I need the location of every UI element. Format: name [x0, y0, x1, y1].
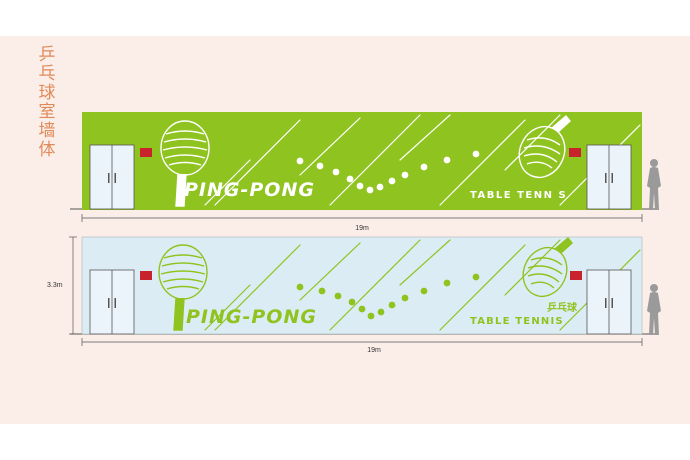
cn-title-bottom: 乒乓球 — [547, 301, 578, 314]
paddle-icon — [160, 120, 210, 207]
ball-icon — [296, 157, 304, 165]
ball-icon — [401, 294, 409, 302]
green-wall — [82, 112, 642, 210]
drawing-board — [0, 36, 690, 424]
ball-icon — [366, 186, 374, 194]
ball-icon — [367, 312, 375, 320]
ball-icon — [401, 171, 409, 179]
fire-alarm-sign-icon — [570, 271, 582, 280]
ball-icon — [376, 183, 384, 191]
sub-title-top: TABLE TENN S — [470, 190, 567, 201]
main-title-bottom: PING-PONG — [186, 306, 317, 328]
width-label-bottom: 19m — [367, 347, 381, 354]
page-title: 乒乓球室墙体 — [38, 45, 56, 160]
door-left — [89, 144, 135, 210]
width-label-top: 19m — [355, 225, 369, 232]
ball-icon — [472, 150, 480, 158]
ball-icon — [358, 305, 366, 313]
door-right — [586, 144, 632, 210]
ball-icon — [346, 175, 354, 183]
ball-icon — [420, 163, 428, 171]
ball-icon — [296, 283, 304, 291]
ball-icon — [377, 308, 385, 316]
ball-icon — [420, 287, 428, 295]
ball-icon — [334, 292, 342, 300]
sub-title-bottom: TABLE TENNIS — [470, 316, 564, 327]
ball-icon — [388, 177, 396, 185]
height-label: 3.3m — [47, 282, 63, 289]
ball-trail — [296, 273, 480, 320]
paddle-icon — [522, 237, 573, 298]
paddle-icon — [158, 244, 208, 331]
ball-icon — [348, 298, 356, 306]
ball-icon — [318, 287, 326, 295]
main-title-top: PING-PONG — [184, 179, 315, 201]
width-dimension-top — [81, 214, 643, 222]
ball-icon — [388, 301, 396, 309]
paddle-icon — [518, 114, 571, 179]
ball-icon — [316, 162, 324, 170]
ball-icon — [356, 182, 364, 190]
fire-alarm-sign-icon — [140, 271, 152, 280]
ball-trail — [296, 150, 480, 194]
ball-icon — [332, 168, 340, 176]
fire-alarm-sign-icon — [140, 148, 152, 157]
person-silhouette-icon — [647, 284, 661, 335]
door-left — [89, 269, 135, 335]
height-dimension — [69, 236, 77, 335]
wall-elevation-bottom: PING-PONG 乒乓球 TABLE TENNIS 3.3m 19m — [47, 236, 661, 354]
person-silhouette-icon — [647, 159, 661, 210]
ball-icon — [472, 273, 480, 281]
width-dimension-bottom — [81, 338, 643, 346]
ball-icon — [443, 156, 451, 164]
ball-icon — [443, 279, 451, 287]
fire-alarm-sign-icon — [569, 148, 581, 157]
door-right — [586, 269, 632, 335]
wall-elevation-top: PING-PONG TABLE TENN S 19m — [70, 112, 661, 232]
